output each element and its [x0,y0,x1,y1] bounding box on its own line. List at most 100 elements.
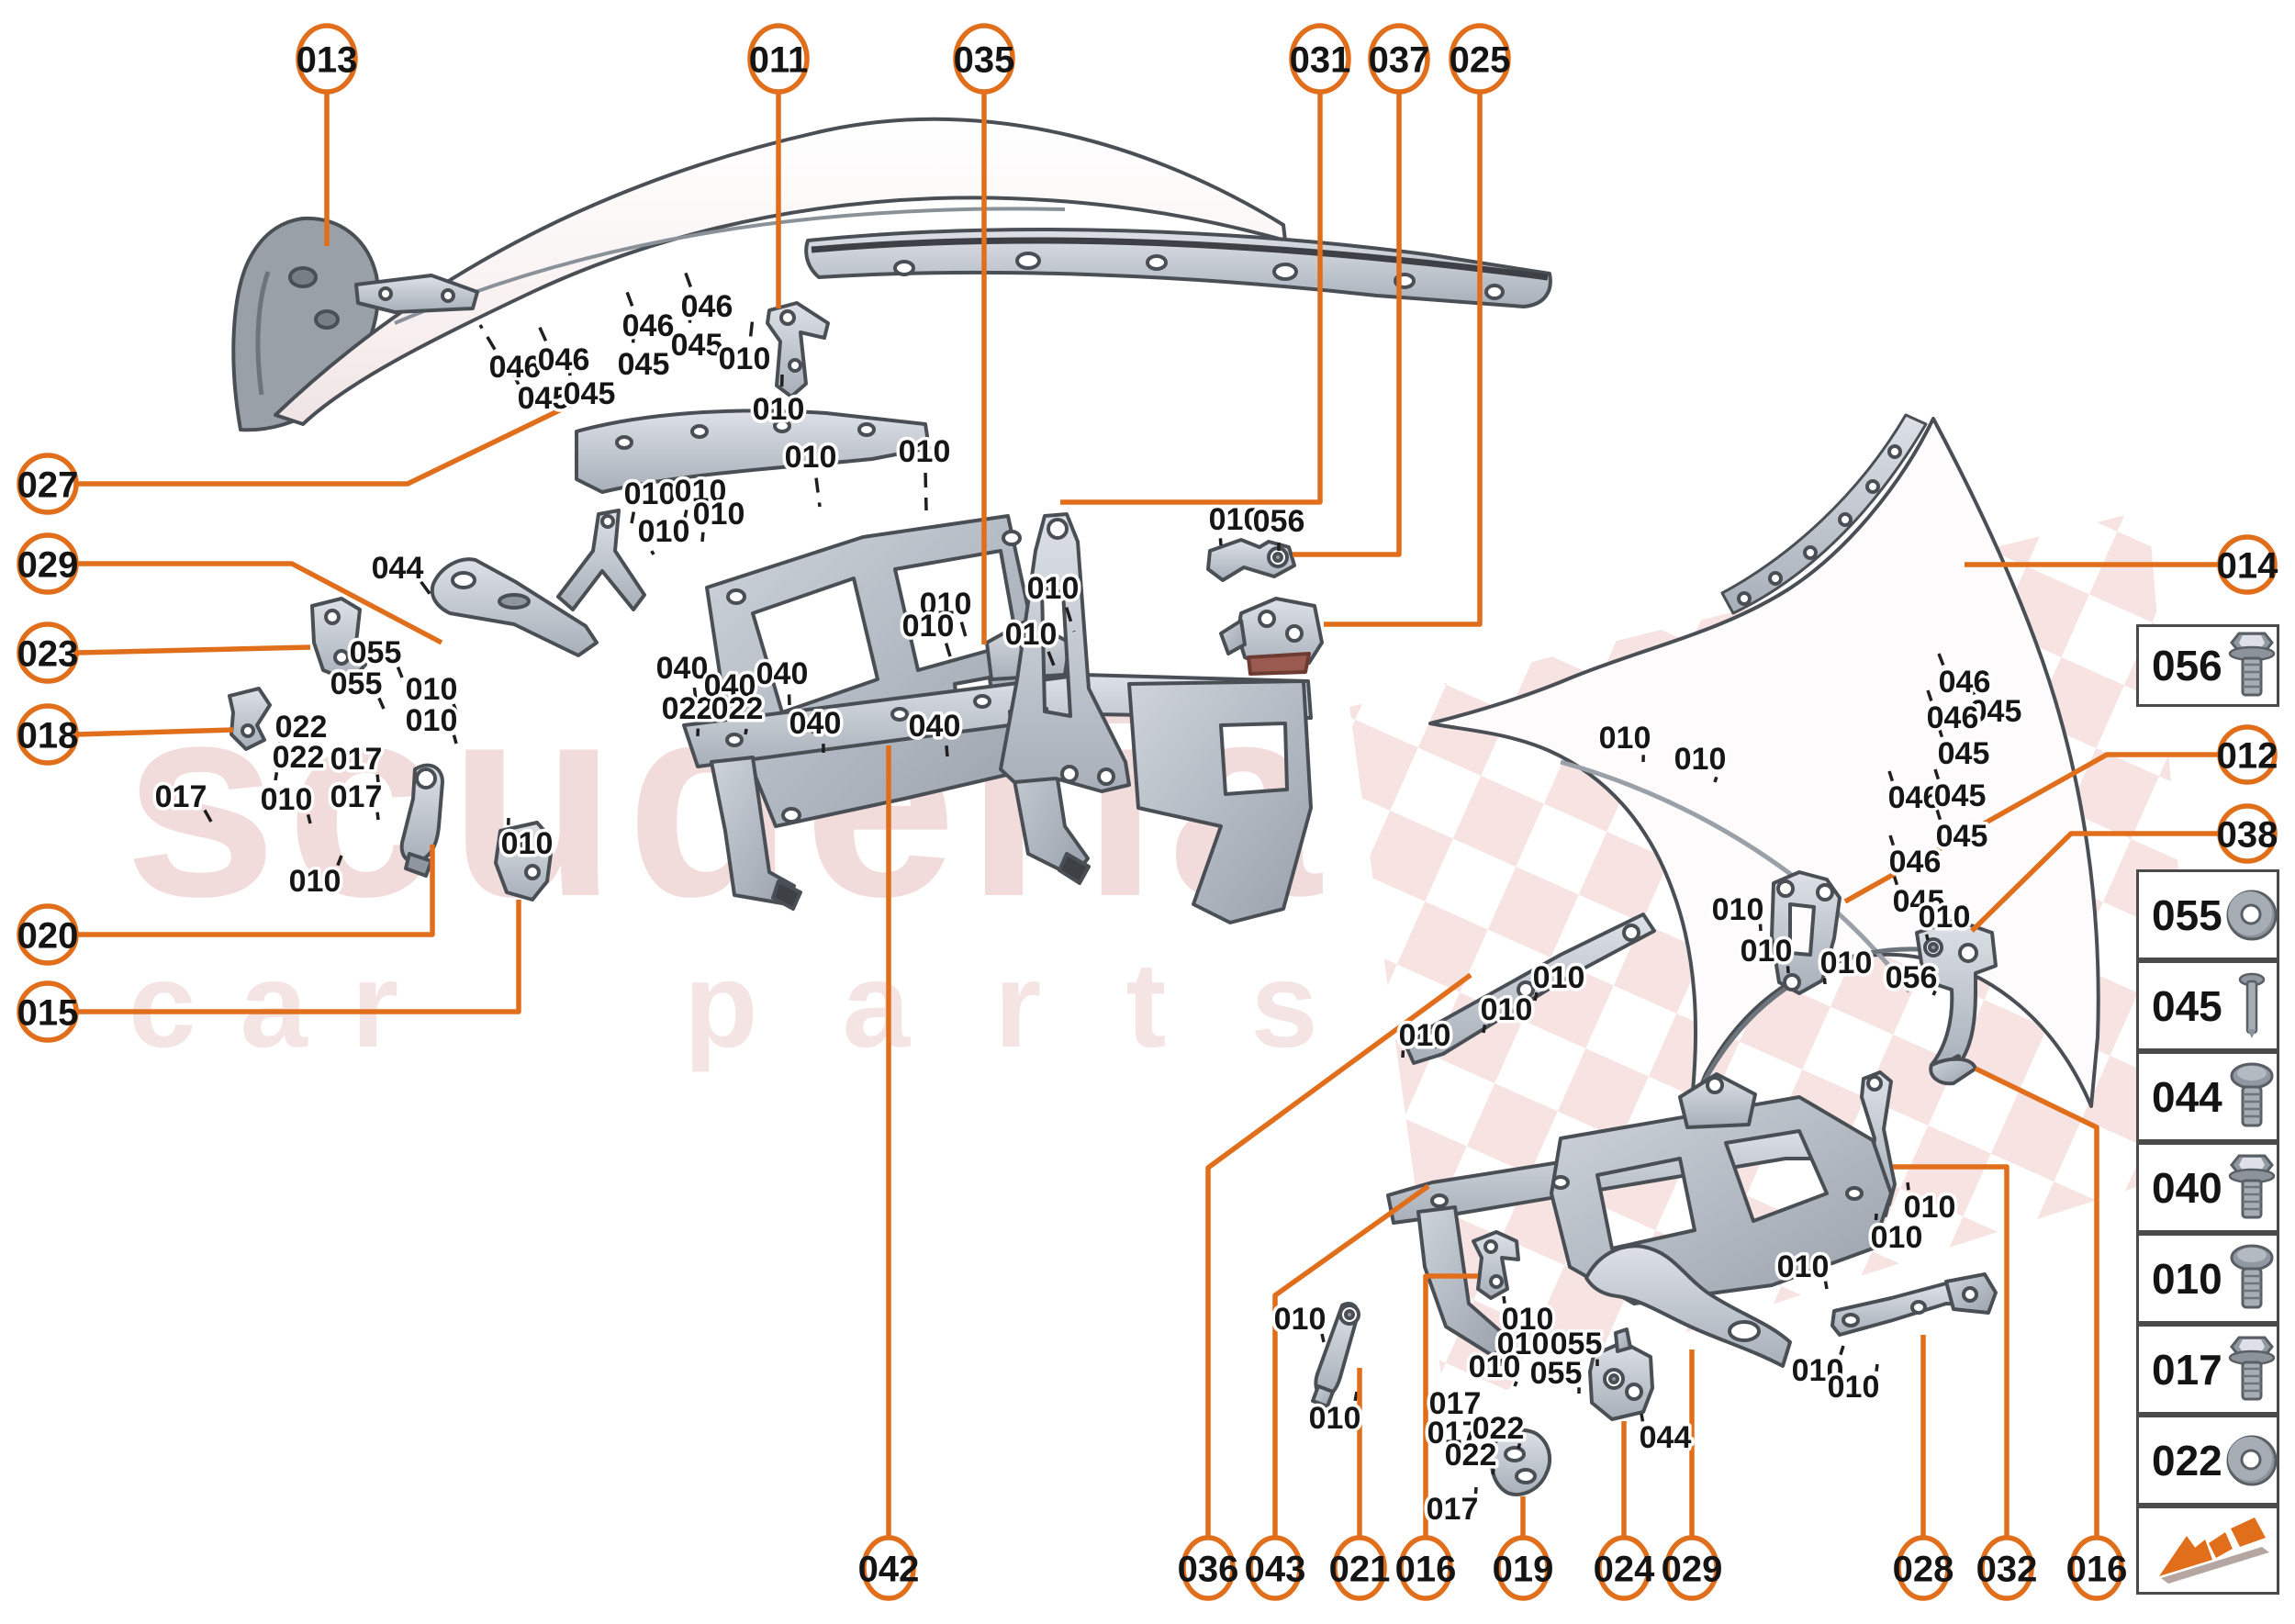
legend-box-040[interactable]: 040 [2136,1142,2279,1233]
callout-024[interactable]: 024 [1594,1535,1655,1601]
legend-box-022[interactable]: 022 [2136,1415,2279,1506]
label-dash [1065,607,1076,633]
callout-circle[interactable] [1664,1535,1719,1601]
callout-circle[interactable] [1896,1535,1951,1601]
callout-036[interactable]: 036 [1178,1535,1239,1601]
label-dash [814,477,822,508]
callout-circle[interactable] [17,703,79,766]
label-dash [1513,1381,1518,1387]
label-dash [306,813,312,824]
callout-number: 031 [1290,39,1351,80]
callout-circle[interactable] [17,532,79,595]
legend-box-055[interactable]: 055 [2136,869,2279,960]
callout-021[interactable]: 021 [1329,1535,1391,1601]
callout-031[interactable]: 031 [1289,23,1351,95]
callout-011[interactable]: 011 [747,23,810,95]
leader-c023 [75,644,311,655]
callout-043[interactable]: 043 [1245,1535,1306,1601]
parts-artwork [228,117,2100,1496]
part-number-label: 045 [518,381,570,416]
callout-042[interactable]: 042 [858,1535,920,1601]
legend-box-017[interactable]: 017 [2136,1324,2279,1415]
legend-box-045[interactable]: 045 [2136,960,2279,1051]
callout-circle[interactable] [1979,1535,2034,1601]
callout-038[interactable]: 038 [2217,803,2278,864]
label-dash [452,734,458,745]
callout-circle[interactable] [17,980,79,1043]
callout-circle[interactable] [1596,1535,1651,1601]
callout-023[interactable]: 023 [17,622,79,684]
part-number-label: 010 [1741,934,1793,969]
callout-number: 021 [1329,1549,1391,1589]
leader-c027 [76,399,578,487]
part-number-label: 010 [1533,960,1585,995]
callout-circle[interactable] [1289,23,1351,95]
callout-028[interactable]: 028 [1893,1535,1954,1601]
callout-circle[interactable] [1449,23,1511,95]
callout-circle[interactable] [2217,724,2278,785]
part-hinge-beam [575,409,931,494]
legend-box-010[interactable]: 010 [2136,1233,2279,1324]
washer-icon [2226,890,2278,940]
legend-box-044[interactable]: 044 [2136,1051,2279,1142]
callout-circle[interactable] [17,622,79,684]
leader-c036 [1205,972,1472,1537]
callout-032[interactable]: 032 [1976,1535,2038,1601]
torx-screw-icon [2230,1244,2274,1308]
callout-circle[interactable] [747,23,810,95]
callout-circle[interactable] [1398,1535,1453,1601]
part-number-label: 022 [711,691,764,726]
callout-029[interactable]: 029 [1662,1535,1723,1601]
callout-circle[interactable] [1368,23,1430,95]
callout-circle[interactable] [1495,1535,1551,1601]
callout-018[interactable]: 018 [17,703,79,766]
callout-circle[interactable] [1181,1535,1236,1601]
part-number-label: 010 [501,826,554,861]
callout-circle[interactable] [17,453,79,515]
legend-box-056[interactable]: 056 [2136,624,2279,707]
part-v-brace [556,509,646,611]
callout-012[interactable]: 012 [2217,724,2278,785]
callout-027[interactable]: 027 [17,453,79,515]
callout-circle[interactable] [861,1535,916,1601]
part-number-label: 010 [1469,1350,1521,1384]
callout-circle[interactable] [2217,534,2278,595]
callout-circle[interactable] [296,23,358,95]
callout-016[interactable]: 016 [2066,1535,2128,1601]
label-dash [924,472,928,511]
arrow-logo-icon [2159,1517,2269,1584]
part-number-label: 010 [1712,892,1764,927]
label-dash [377,697,386,710]
part-number-label: 010 [902,609,955,644]
callout-circle[interactable] [2069,1535,2124,1601]
callout-circle[interactable] [1332,1535,1387,1601]
scuderia-logo-box[interactable] [2136,1506,2279,1595]
callout-015[interactable]: 015 [17,980,79,1043]
callout-number: 027 [17,465,79,505]
callout-013[interactable]: 013 [296,23,358,95]
part-number-label: 010 [1919,900,1971,935]
callout-035[interactable]: 035 [953,23,1015,95]
leader-c037 [1293,92,1402,557]
part-number-label: 040 [756,656,809,691]
callout-029[interactable]: 029 [17,532,79,595]
callout-circle[interactable] [17,903,79,966]
callout-014[interactable]: 014 [2217,534,2278,595]
callout-circle[interactable] [2217,803,2278,864]
callout-number: 016 [1395,1549,1457,1589]
callout-020[interactable]: 020 [17,903,79,966]
callout-025[interactable]: 025 [1449,23,1511,95]
label-dash [1517,1442,1522,1450]
callout-016[interactable]: 016 [1395,1535,1457,1601]
label-dash [275,742,282,754]
callout-019[interactable]: 019 [1493,1535,1554,1601]
part-number-label: 010 [289,864,341,899]
callout-circle[interactable] [1248,1535,1303,1601]
callout-037[interactable]: 037 [1368,23,1430,95]
part-number-label: 010 [1502,1302,1554,1337]
part-number-label: 010 [1027,571,1080,606]
callout-circle[interactable] [953,23,1015,95]
label-dash [1473,1486,1478,1495]
part-number-label: 046 [681,289,733,324]
